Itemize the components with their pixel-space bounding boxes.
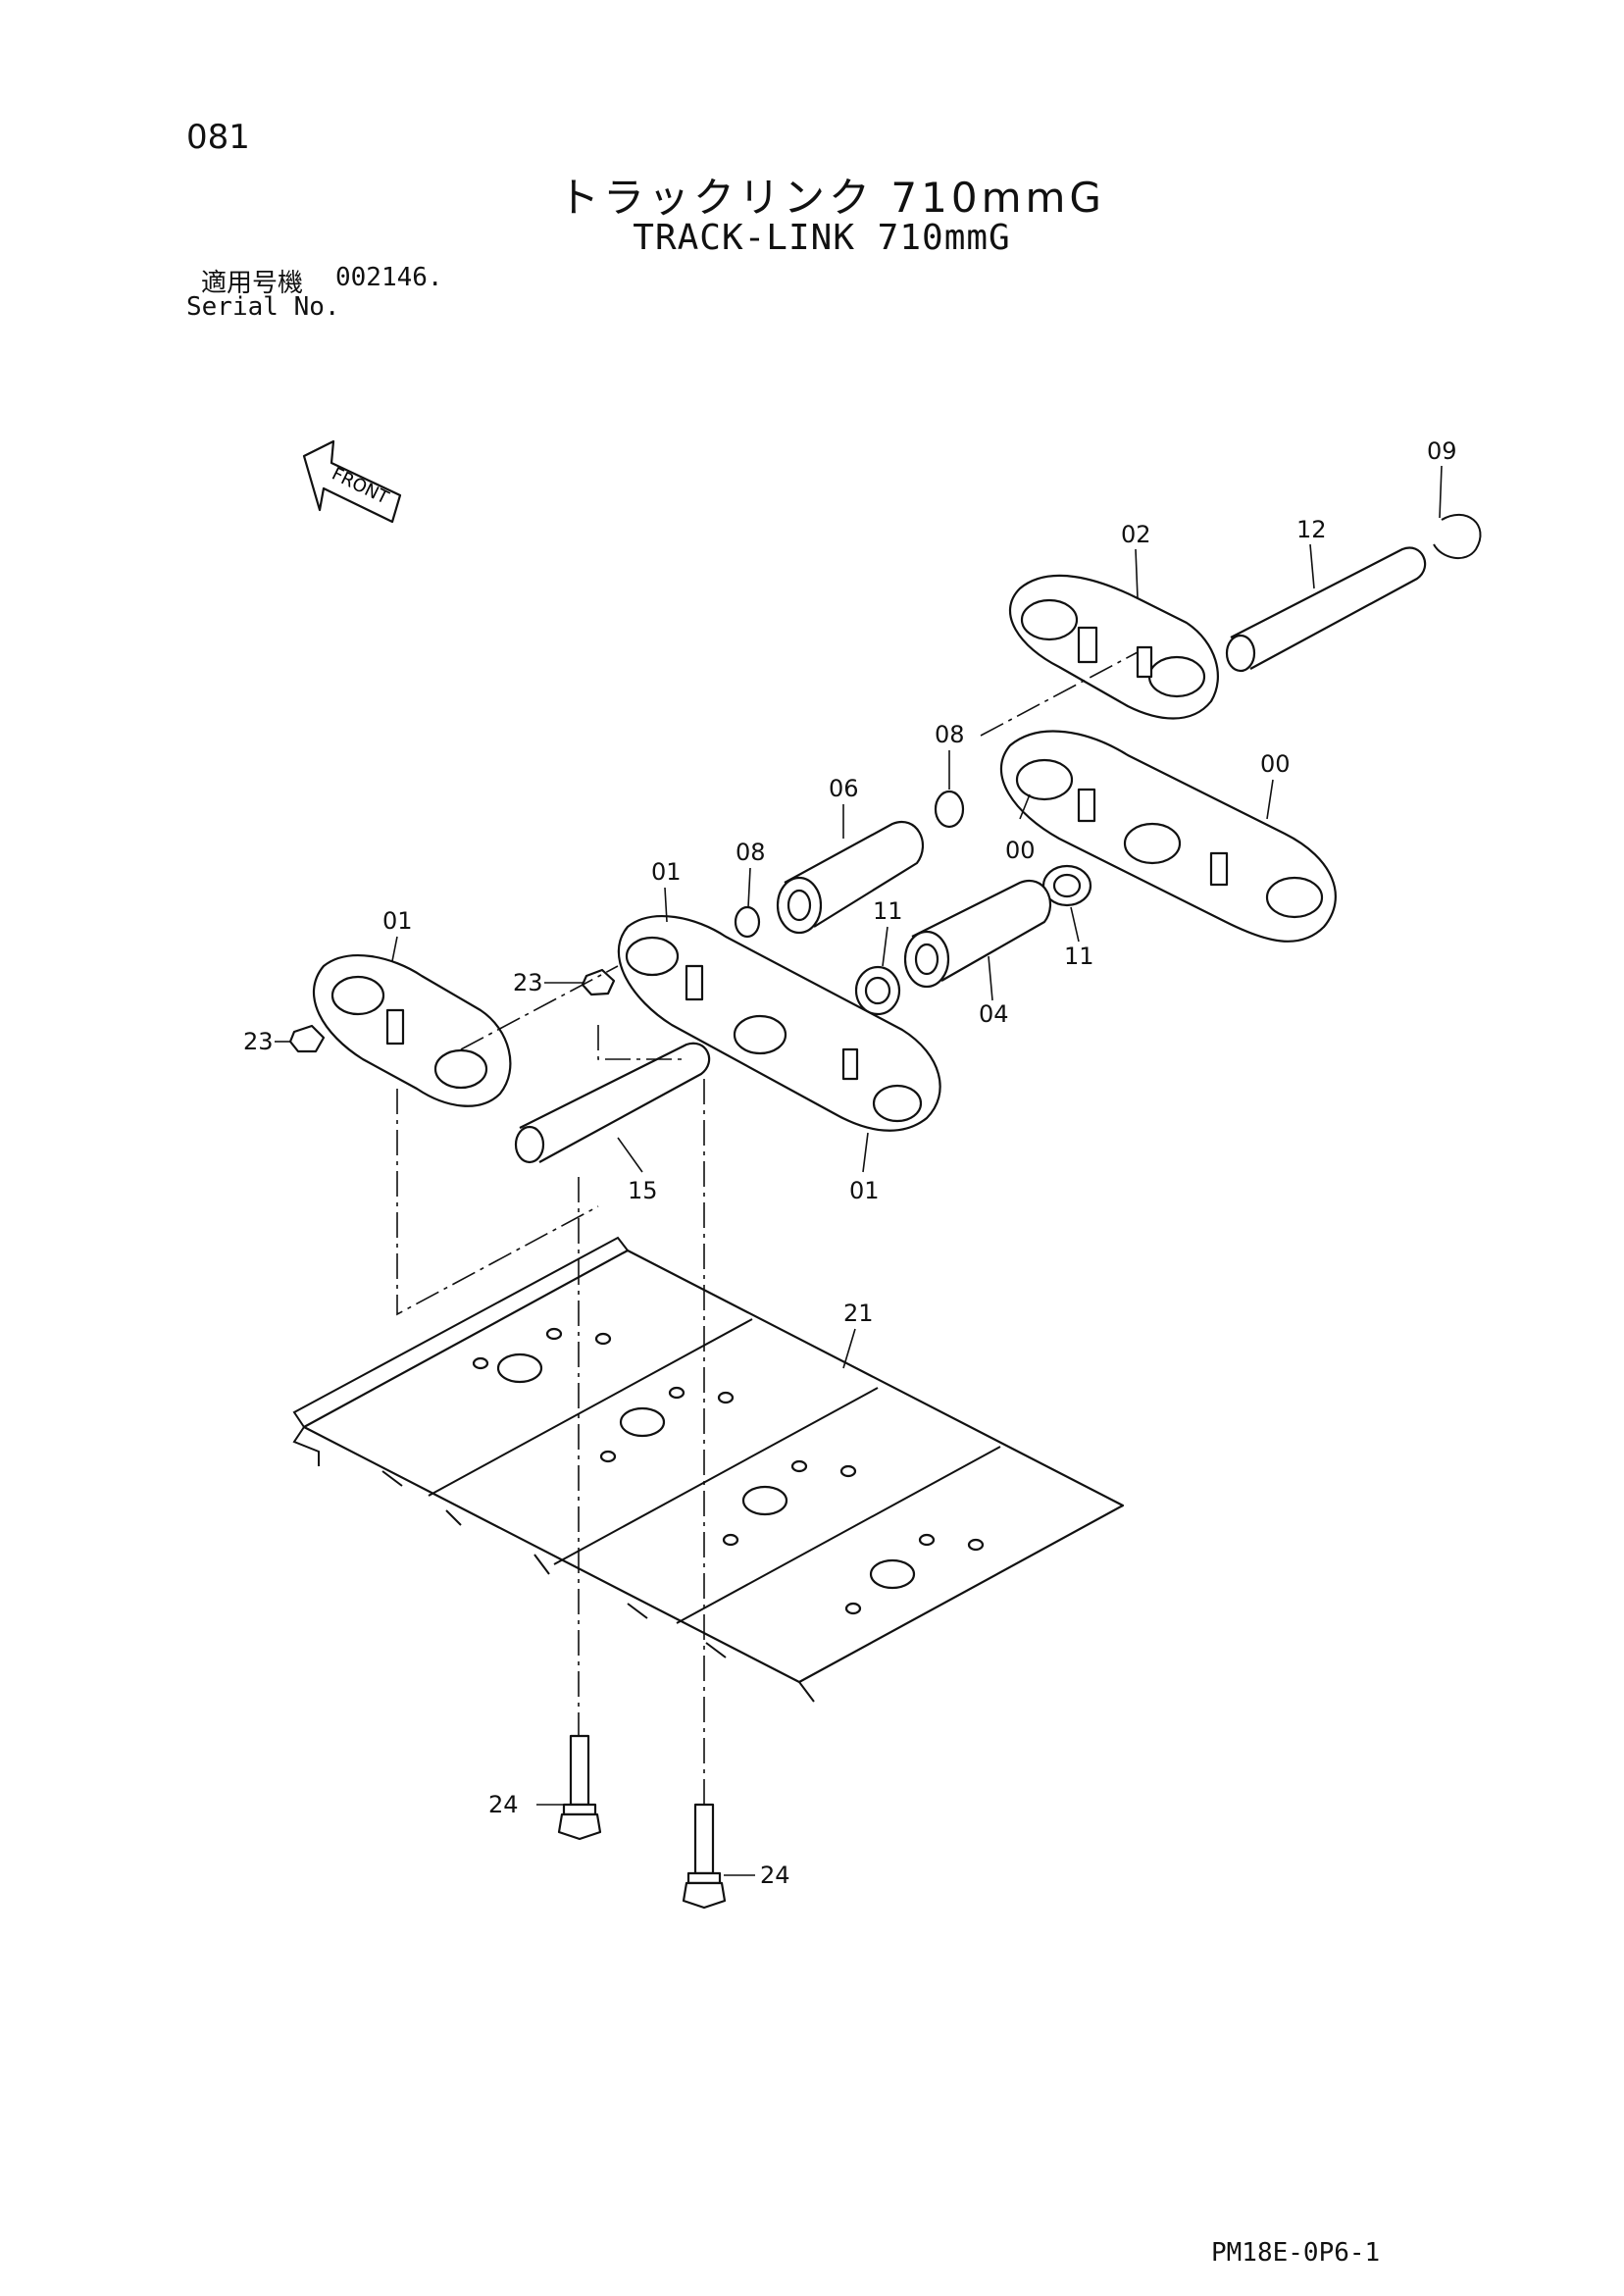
- washer-08-lower: [734, 905, 761, 939]
- callout-00: 00: [1260, 750, 1291, 778]
- bushing-06: [776, 821, 925, 935]
- callout-12: 12: [1296, 516, 1327, 543]
- bolt-24-right: [682, 1803, 727, 1910]
- callout-24: 24: [488, 1791, 519, 1818]
- serial-label-english: Serial No.: [186, 292, 340, 322]
- callout-23: 23: [513, 969, 543, 996]
- callout-24: 24: [760, 1862, 790, 1889]
- callout-04: 04: [979, 1000, 1009, 1028]
- shoe-hole: [472, 1327, 985, 1615]
- seal-11-left: [854, 965, 901, 1016]
- callout-01: 01: [849, 1177, 880, 1204]
- centerline: [980, 651, 1139, 737]
- link-01-left: [312, 954, 512, 1107]
- callout-02: 02: [1121, 521, 1151, 548]
- callout-06: 06: [829, 775, 859, 802]
- page-number: 081: [186, 118, 250, 157]
- nut-23-left: [288, 1024, 326, 1053]
- callout-11: 11: [1064, 943, 1094, 970]
- link-02: [1008, 574, 1219, 720]
- serial-label-japanese: 適用号機: [201, 269, 304, 298]
- pin-15: [514, 1042, 711, 1164]
- serial-number-value: 002146.: [335, 263, 443, 292]
- link-01-center: [617, 915, 941, 1132]
- document-code: PM18E-0P6-1: [1211, 2238, 1381, 2268]
- track-shoe-assembly: [292, 1236, 1125, 1703]
- link-00: [999, 730, 1337, 943]
- seal-11-right: [1041, 864, 1092, 907]
- callout-23: 23: [243, 1028, 274, 1055]
- callout-01: 01: [651, 858, 682, 886]
- callout-15: 15: [628, 1177, 658, 1204]
- centerline: [597, 1025, 686, 1060]
- bushing-04: [903, 880, 1052, 989]
- pin-12: [1225, 546, 1427, 673]
- bolt-24-left: [557, 1734, 602, 1841]
- callout-21: 21: [843, 1300, 874, 1327]
- callout-00: 00: [1005, 837, 1036, 864]
- callout-01: 01: [382, 907, 413, 935]
- leader-lines: [275, 465, 1443, 1876]
- callout-08: 08: [736, 839, 766, 866]
- front-arrow-icon: FRONT: [302, 439, 402, 524]
- title-japanese: トラックリンク 710mmG: [558, 174, 1105, 222]
- washer-08-upper: [934, 790, 965, 829]
- snap-ring-09: [1433, 513, 1482, 559]
- callout-11: 11: [873, 897, 903, 925]
- centerline: [396, 1089, 599, 1316]
- callout-08: 08: [935, 721, 965, 748]
- centerline: [460, 965, 619, 1050]
- title-english: TRACK-LINK 710mmG: [633, 218, 1011, 258]
- callout-09: 09: [1427, 437, 1457, 465]
